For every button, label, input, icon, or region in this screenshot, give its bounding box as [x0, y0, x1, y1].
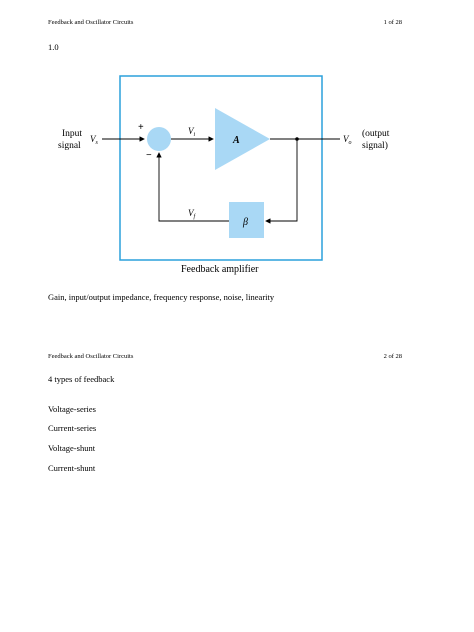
section-number: 1.0	[48, 42, 59, 52]
feedback-type-4: Current-shunt	[48, 463, 96, 473]
beta-block	[229, 202, 264, 238]
page-header-title: Feedback and Oscillator Circuits	[48, 353, 134, 360]
input-label: Input	[62, 129, 82, 139]
feedback-amplifier-diagram: Input signal Vs + − Vi A Vo (output sign…	[58, 75, 390, 275]
minus-sign: −	[146, 150, 152, 161]
input-label-2: signal	[58, 141, 81, 151]
page-header-title: Feedback and Oscillator Circuits	[48, 19, 134, 26]
vs-label: Vs	[90, 134, 99, 146]
vf-label: Vf	[188, 208, 197, 220]
plus-sign: +	[138, 122, 144, 133]
output-node	[295, 137, 299, 141]
page-1: Feedback and Oscillator Circuits 1 of 28…	[48, 19, 402, 302]
vi-label: Vi	[188, 126, 196, 138]
feedback-wire-right	[265, 139, 298, 224]
output-label-2: signal)	[362, 140, 388, 151]
page-number: 2 of 28	[383, 353, 402, 360]
amplifier-label: A	[232, 135, 240, 146]
figure-caption: Feedback amplifier	[181, 264, 259, 275]
output-label: (output	[362, 128, 390, 139]
feedback-type-1: Voltage-series	[48, 404, 96, 414]
feedback-type-3: Voltage-shunt	[48, 443, 96, 453]
body-text: Gain, input/output impedance, frequency …	[48, 292, 275, 302]
page-number: 1 of 28	[383, 19, 402, 26]
summing-junction	[147, 127, 171, 151]
diagram-frame	[119, 75, 323, 261]
feedback-wire-left	[156, 152, 229, 222]
section-heading: 4 types of feedback	[48, 374, 115, 384]
beta-label: β	[242, 217, 248, 228]
feedback-type-2: Current-series	[48, 423, 97, 433]
amplifier-triangle	[215, 108, 270, 170]
vo-label: Vo	[343, 134, 352, 146]
